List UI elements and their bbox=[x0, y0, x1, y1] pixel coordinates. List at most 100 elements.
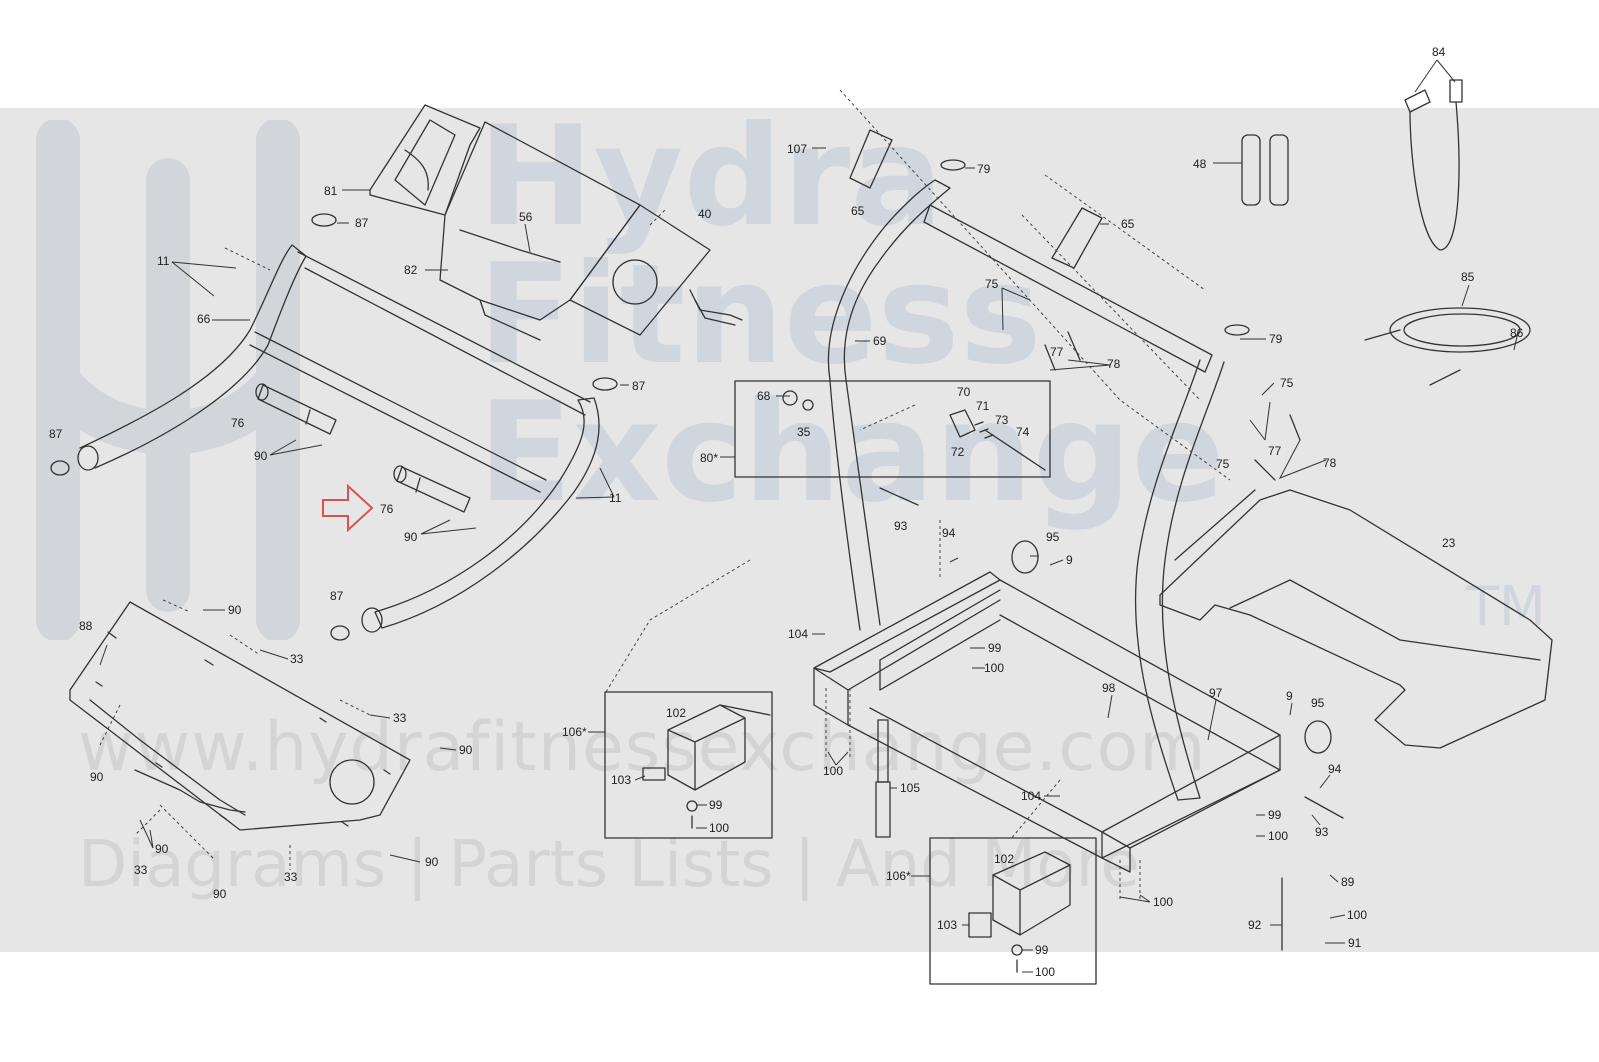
part-label: 23 bbox=[1442, 536, 1456, 550]
part-label: 84 bbox=[1432, 45, 1446, 59]
long-bolts bbox=[879, 331, 1344, 951]
part-label: 100 bbox=[984, 661, 1004, 675]
handle-grip-76-lower bbox=[393, 465, 471, 513]
part-label: 90 bbox=[425, 855, 439, 869]
part-label: 90 bbox=[228, 603, 242, 617]
part-label: 87 bbox=[632, 379, 646, 393]
leveler-kit-box-106a bbox=[604, 691, 773, 839]
part-label: 56 bbox=[519, 210, 533, 224]
motor-hood-23 bbox=[1159, 489, 1553, 749]
part-label: 75 bbox=[1216, 457, 1230, 471]
part-label: 104 bbox=[1021, 789, 1041, 803]
part-label: 91 bbox=[1348, 936, 1362, 950]
watermark-word-hydra: Hydra bbox=[478, 96, 944, 257]
part-label: 78 bbox=[1323, 456, 1337, 470]
watermark-word-fitness: Fitness bbox=[478, 234, 1042, 395]
watermark-url: www.hydrafitnessexchange.com bbox=[78, 708, 1207, 787]
incline-shock-105 bbox=[875, 719, 891, 838]
console-panel-82 bbox=[439, 121, 641, 341]
part-label: 70 bbox=[957, 385, 971, 399]
part-label: 72 bbox=[951, 445, 965, 459]
part-label: 107 bbox=[787, 142, 807, 156]
outline-arrow-right-icon bbox=[322, 483, 374, 533]
part-label: 100 bbox=[709, 821, 729, 835]
part-label: 90 bbox=[254, 449, 268, 463]
part-label: 94 bbox=[942, 526, 956, 540]
part-label: 48 bbox=[1193, 157, 1207, 171]
power-cord-85 bbox=[1364, 307, 1531, 386]
part-label: 100 bbox=[1347, 908, 1367, 922]
part-label: 95 bbox=[1046, 530, 1060, 544]
part-label: 95 bbox=[1311, 696, 1325, 710]
upright-frame-69 bbox=[827, 179, 1225, 801]
part-label: 100 bbox=[1153, 895, 1173, 909]
part-label: 93 bbox=[894, 519, 908, 533]
console-housing-81 bbox=[369, 104, 481, 216]
part-label: 33 bbox=[393, 711, 407, 725]
part-label: 92 bbox=[1248, 918, 1262, 932]
watermark-word-exchange: Exchange bbox=[478, 372, 1226, 533]
handle-grip-76-upper bbox=[255, 383, 337, 435]
part-label: 93 bbox=[1315, 825, 1329, 839]
part-label: 75 bbox=[985, 277, 999, 291]
part-label: 33 bbox=[284, 870, 298, 884]
part-label: 87 bbox=[330, 589, 344, 603]
part-label: 9 bbox=[1066, 553, 1073, 567]
part-label: 99 bbox=[709, 798, 723, 812]
part-label: 33 bbox=[290, 652, 304, 666]
part-label: 81 bbox=[324, 184, 338, 198]
part-label: 90 bbox=[459, 743, 473, 757]
part-label: 76 bbox=[380, 502, 394, 516]
part-label: 90 bbox=[404, 530, 418, 544]
callout-lines bbox=[99, 59, 1519, 973]
console-board-40 bbox=[569, 204, 743, 336]
part-label: 80* bbox=[700, 451, 718, 465]
part-label: 86 bbox=[1510, 326, 1524, 340]
part-label: 74 bbox=[1016, 425, 1030, 439]
part-label: 100 bbox=[823, 764, 843, 778]
dumbbells-48 bbox=[1241, 134, 1289, 206]
part-label: 11 bbox=[157, 254, 170, 268]
part-label: 106* bbox=[562, 725, 587, 739]
part-label: 103 bbox=[937, 918, 957, 932]
end-caps bbox=[50, 159, 1250, 641]
part-label: 11 bbox=[609, 491, 622, 505]
part-label: 71 bbox=[976, 399, 990, 413]
watermark-tagline: Diagrams | Parts Lists | And More bbox=[78, 828, 1140, 902]
part-label: 76 bbox=[231, 416, 245, 430]
part-label: 73 bbox=[995, 413, 1009, 427]
tether-key-84 bbox=[1404, 79, 1463, 251]
part-label: 87 bbox=[355, 216, 369, 230]
part-label: 97 bbox=[1209, 686, 1223, 700]
part-label: 77 bbox=[1268, 444, 1282, 458]
part-label: 102 bbox=[994, 852, 1014, 866]
part-label: 104 bbox=[788, 627, 808, 641]
part-label: 77 bbox=[1050, 345, 1064, 359]
part-label: 89 bbox=[1341, 875, 1355, 889]
upright-crossbar-frame-66 bbox=[77, 244, 600, 633]
part-label: 66 bbox=[197, 312, 211, 326]
part-label: 102 bbox=[666, 706, 686, 720]
watermark-trademark: TM bbox=[1466, 575, 1546, 638]
part-label: 9 bbox=[1286, 689, 1293, 703]
part-label: 79 bbox=[1269, 332, 1283, 346]
part-label: 69 bbox=[873, 334, 887, 348]
part-label: 75 bbox=[1280, 376, 1294, 390]
handlebar-grips-65 bbox=[849, 129, 1103, 269]
part-label: 99 bbox=[1035, 943, 1049, 957]
incline-kit-box-80 bbox=[734, 380, 1051, 478]
wheels-95 bbox=[1011, 540, 1332, 754]
part-label: 100 bbox=[1035, 965, 1055, 979]
part-label: 99 bbox=[1268, 808, 1282, 822]
base-shield-88 bbox=[69, 601, 411, 831]
part-label: 103 bbox=[611, 773, 631, 787]
part-label: 85 bbox=[1461, 270, 1475, 284]
part-label: 106* bbox=[886, 869, 911, 883]
part-label: 40 bbox=[698, 207, 712, 221]
part-label: 90 bbox=[155, 842, 169, 856]
leveler-kit-box-106b bbox=[929, 837, 1097, 985]
part-label: 90 bbox=[90, 770, 104, 784]
part-label: 88 bbox=[79, 619, 93, 633]
part-label: 94 bbox=[1328, 762, 1342, 776]
